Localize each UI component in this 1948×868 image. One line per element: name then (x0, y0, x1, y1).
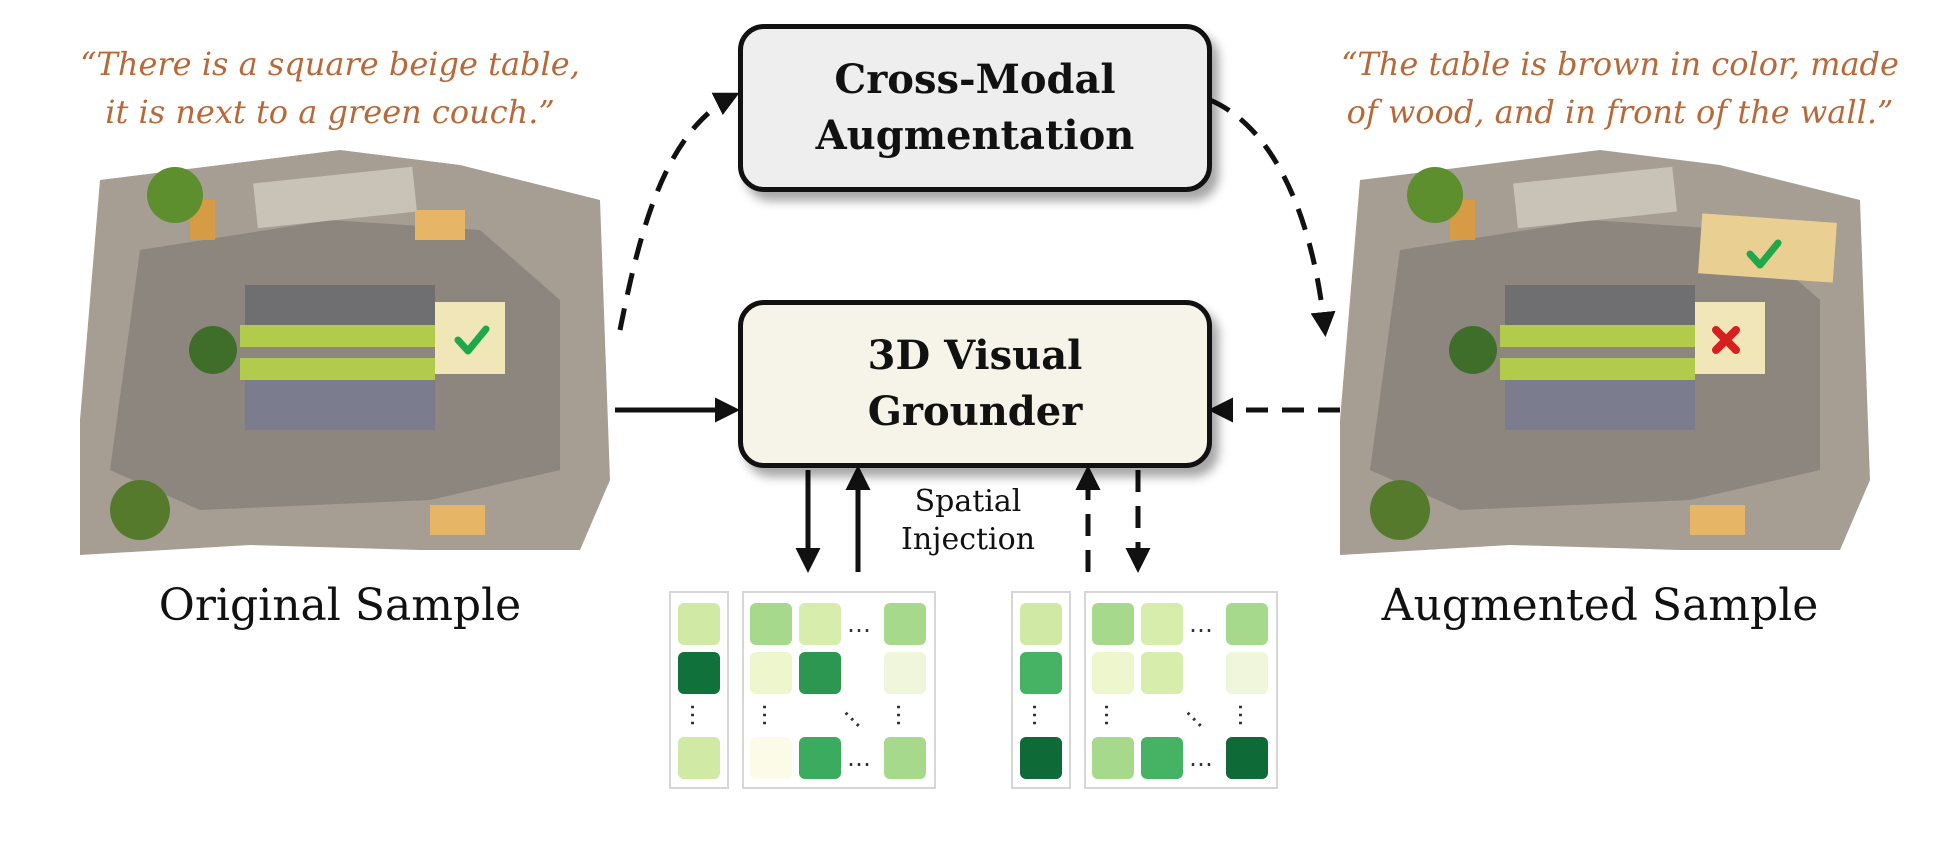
augmented-cross-icon (1712, 326, 1740, 354)
grounder-line-1: 3D Visual (867, 332, 1083, 379)
ddots-left: … (838, 696, 875, 733)
ellipsis-left-top: … (847, 610, 871, 638)
augmented-check-icon (1746, 239, 1782, 269)
cross-modal-augmentation-box: Cross-Modal Augmentation (738, 24, 1212, 192)
original-scene-image (80, 150, 610, 555)
vdots-3: … (891, 703, 919, 727)
original-feature-matrix (669, 591, 936, 789)
original-sample-caption: Original Sample (158, 580, 522, 631)
ellipsis-left-bottom: … (847, 744, 871, 772)
original-quote: “There is a square beige table, it is ne… (30, 40, 630, 136)
ddots-right: … (1180, 696, 1217, 733)
arrow-original-to-augmentation (617, 92, 740, 331)
vdots-2: … (757, 703, 785, 727)
augmented-scene-image (1340, 150, 1870, 555)
vdots-5: … (1099, 703, 1127, 727)
vdots-1: … (685, 703, 713, 727)
spatial-injection-label: Spatial Injection (858, 483, 1078, 559)
ellipsis-right-top: … (1189, 610, 1213, 638)
augmented-quote-line-2: of wood, and in front of the wall.” (1346, 93, 1894, 131)
augmentation-line-2: Augmentation (815, 112, 1135, 159)
arrow-augmentation-to-augmented (1209, 97, 1336, 337)
vdots-4: … (1027, 703, 1055, 727)
ellipsis-right-bottom: … (1189, 744, 1213, 772)
augmented-quote: “The table is brown in color, made of wo… (1300, 40, 1940, 136)
grounder-line-2: Grounder (867, 388, 1083, 435)
original-check-icon (454, 325, 490, 355)
original-quote-line-1: “There is a square beige table, (80, 45, 580, 83)
augmented-sample-caption: Augmented Sample (1381, 580, 1819, 631)
augmentation-line-1: Cross-Modal (834, 56, 1116, 103)
original-quote-line-2: it is next to a green couch.” (105, 93, 555, 131)
augmented-quote-line-1: “The table is brown in color, made (1341, 45, 1899, 83)
spatial-line-2: Injection (900, 522, 1036, 557)
vdots-6: … (1233, 703, 1261, 727)
spatial-line-1: Spatial (914, 484, 1022, 519)
augmented-feature-matrix (1011, 591, 1278, 789)
visual-grounder-box: 3D Visual Grounder (738, 300, 1212, 468)
